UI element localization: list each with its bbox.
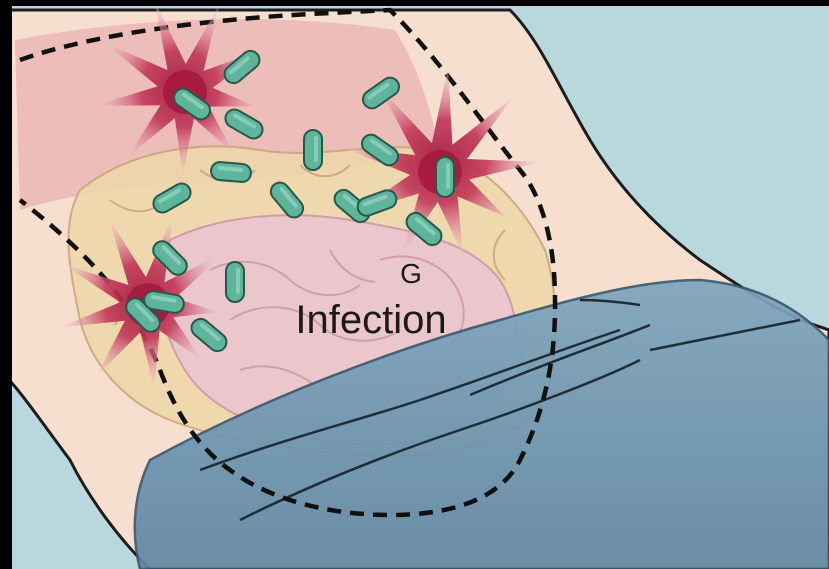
infection-label: Infection bbox=[295, 298, 446, 342]
bacterium-highlight bbox=[314, 136, 318, 162]
bacterium-icon bbox=[436, 157, 454, 197]
bacterium-icon bbox=[304, 130, 322, 170]
bacterium-icon bbox=[210, 161, 251, 182]
frame-top bbox=[0, 0, 829, 6]
marker-glyph: G bbox=[400, 258, 422, 289]
bacterium-highlight bbox=[446, 163, 450, 189]
bacterium-highlight bbox=[236, 268, 240, 294]
frame-left bbox=[0, 0, 12, 569]
bacterium-icon bbox=[226, 262, 244, 302]
